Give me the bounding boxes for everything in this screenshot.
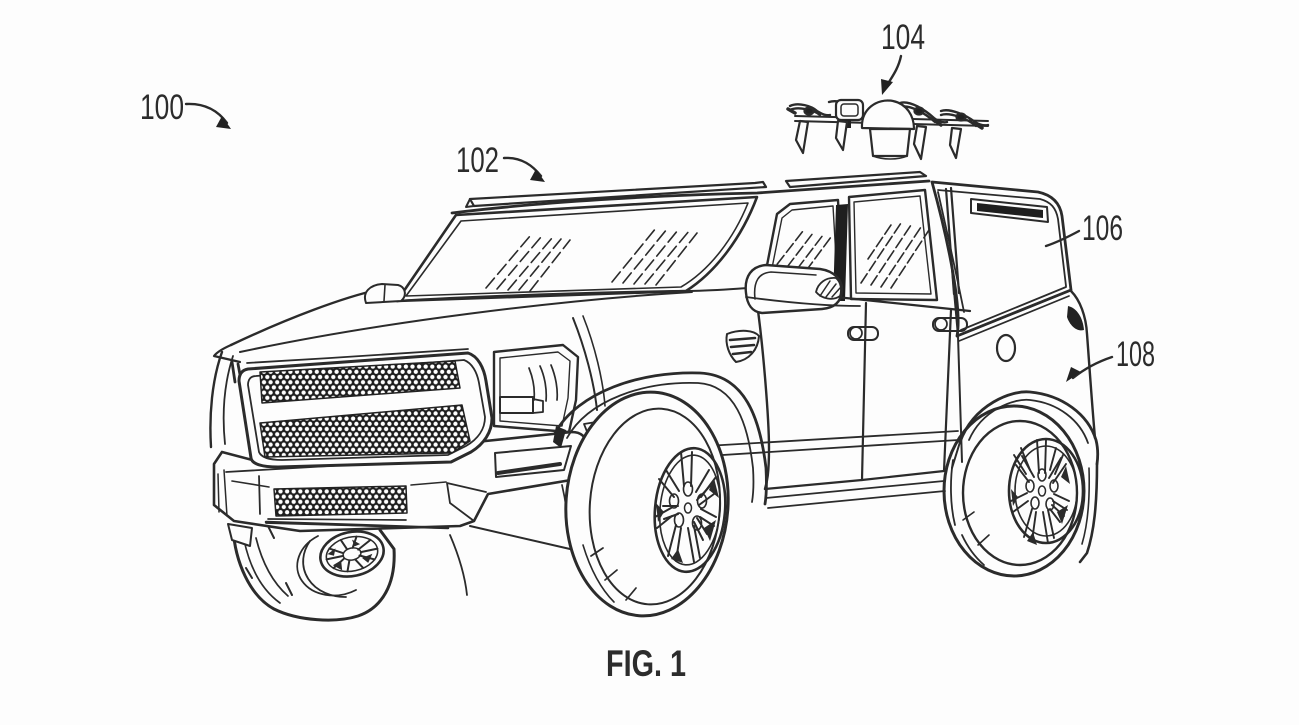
svg-text:100: 100 xyxy=(140,88,184,127)
svg-text:104: 104 xyxy=(881,18,925,57)
svg-text:106: 106 xyxy=(1082,209,1123,248)
svg-text:FIG. 1: FIG. 1 xyxy=(606,643,686,684)
svg-text:102: 102 xyxy=(456,141,499,180)
svg-text:108: 108 xyxy=(1116,335,1155,374)
